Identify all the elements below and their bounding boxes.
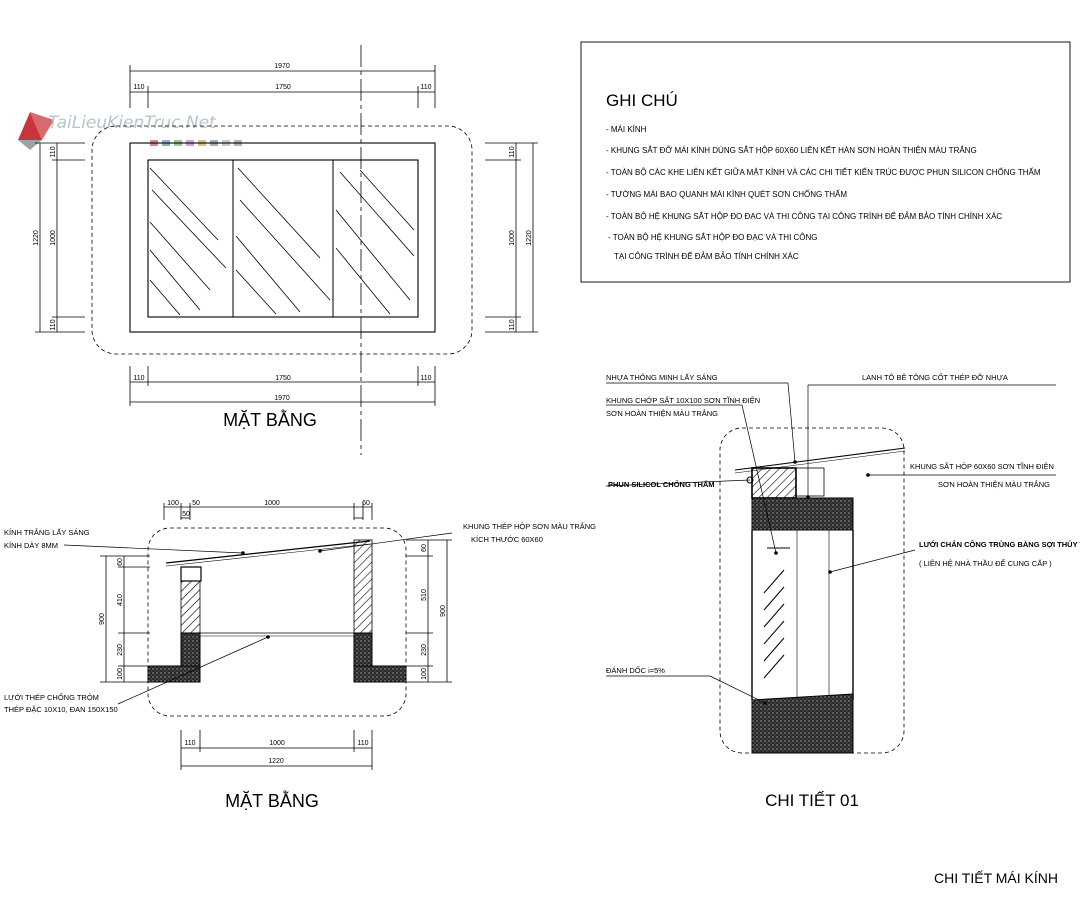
dim-bottom-mid: 1750 (275, 375, 291, 382)
note-line: - KHUNG SẮT ĐỠ MÁI KÍNH DÙNG SẮT HỘP 60X… (606, 145, 977, 155)
notes-title: GHI CHÚ (606, 91, 678, 110)
dim-top-left: 110 (133, 84, 144, 91)
dim-left-bottom: 110 (50, 319, 57, 330)
dim-left-mid: 1000 (50, 230, 57, 246)
sec-dim-bottom: 110 (357, 740, 368, 747)
sec-dim-top: 50 (182, 511, 190, 518)
dim-top-total: 1970 (274, 63, 290, 70)
dim-right-bottom: 110 (509, 319, 516, 330)
label-lintel: LANH TÔ BÊ TÔNG CỐT THÉP ĐỠ NHỰA (862, 372, 1008, 382)
label-frame: KHUNG THÉP HỘP SƠN MÀU TRẮNG (463, 522, 596, 531)
sec-dim-bottom: 1000 (269, 740, 285, 747)
section-drawing: KÍNH TRẮNG LẤY SÁNG KÍNH DÀY 8MM KHUNG T… (4, 500, 596, 811)
dim-left-total: 1220 (33, 230, 40, 246)
label-insect-screen: LƯỚI CHẮN CÔNG TRÙNG BẰNG SỢI THỦY TINH … (919, 540, 1080, 549)
label-insect-screen-2: ( LIÊN HỆ NHÀ THẦU ĐỂ CUNG CẤP ) (919, 558, 1052, 568)
section-title: MẶT BẰNG (225, 790, 319, 811)
sheet-title: CHI TIẾT MÁI KÍNH (934, 870, 1058, 886)
detail-drawing: NHỰA THÔNG MINH LẤY SÁNG LANH TÔ BÊ TÔNG… (605, 372, 1080, 810)
note-line: - TƯỜNG MÁI BAO QUANH MÁI KÍNH QUÉT SƠN … (606, 189, 847, 199)
sec-dim-top: 50 (192, 500, 200, 507)
sec-dim-bottom: 1220 (268, 758, 284, 765)
sec-dim-right: 230 (421, 644, 428, 656)
label-frame-2: KÍCH THƯỚC 60X60 (471, 535, 543, 544)
sec-dim-top: 1000 (264, 500, 280, 507)
label-slope: ĐÁNH DỐC i=5% (606, 665, 665, 675)
dim-bottom-right: 110 (420, 375, 431, 382)
dim-right-top: 110 (509, 146, 516, 157)
dim-top-right: 110 (420, 84, 431, 91)
sec-dim-top: 100 (167, 500, 179, 507)
sec-dim-right: 900 (440, 605, 447, 617)
notes-box: GHI CHÚ - MÁI KÍNH - KHUNG SẮT ĐỠ MÁI KÍ… (580, 41, 1071, 283)
sec-dim-right: 510 (421, 589, 428, 601)
sec-dim-left: 60 (117, 558, 124, 566)
label-plastic: NHỰA THÔNG MINH LẤY SÁNG (606, 372, 718, 382)
sec-dim-bottom: 110 (184, 740, 195, 747)
dim-top-mid: 1750 (275, 84, 291, 91)
note-line: - TOÀN BỘ HỆ KHUNG SẮT HỘP ĐO ĐẠC VÀ THI… (608, 233, 818, 242)
sec-dim-top: 60 (362, 500, 370, 507)
dim-right-total: 1220 (526, 230, 533, 246)
dim-left-top: 110 (50, 146, 57, 157)
plan-top-title: MẶT BẰNG (223, 409, 317, 430)
label-louver-frame: KHUNG CHỚP SẮT 10X100 SƠN TĨNH ĐIỆN (606, 396, 760, 405)
label-louver-frame-2: SƠN HOÀN THIỆN MÀU TRẮNG (606, 409, 718, 418)
detail-title: CHI TIẾT 01 (765, 791, 859, 810)
sec-dim-right: 60 (421, 544, 428, 552)
label-mesh: LƯỚI THÉP CHỐNG TRỘM (4, 692, 99, 702)
sec-dim-left: 410 (117, 594, 124, 606)
label-mesh-2: THÉP ĐẶC 10X10, ĐAN 150X150 (4, 705, 118, 714)
label-box-frame: KHUNG SẮT HỘP 60X60 SƠN TĨNH ĐIỆN (910, 462, 1054, 471)
label-silicone: PHUN SILICOL CHỐNG THẤM (608, 479, 715, 489)
sec-dim-right: 100 (421, 668, 428, 680)
note-line: - MÁI KÍNH (606, 125, 647, 134)
sec-dim-left: 900 (99, 613, 106, 625)
dim-bottom-left: 110 (133, 375, 144, 382)
note-line: TẠI CÔNG TRÌNH ĐỂ ĐẢM BẢO TÍNH CHÍNH XÁC (614, 252, 799, 261)
watermark-text: TaiLieuKienTruc.Net (48, 113, 217, 133)
plan-top: 1970 110 1750 110 110 1750 110 1970 110 … (33, 45, 538, 455)
label-glass-2: KÍNH DÀY 8MM (4, 541, 58, 550)
label-glass: KÍNH TRẮNG LẤY SÁNG (4, 527, 90, 537)
note-line: - TOÀN BỘ CÁC KHE LIÊN KẾT GIỮA MẶT KÍNH… (606, 167, 1041, 177)
note-line: - TOÀN BỘ HỆ KHUNG SẮT HỘP ĐO ĐẠC VÀ THI… (606, 212, 1002, 221)
sec-dim-left: 100 (117, 668, 124, 680)
dim-right-mid: 1000 (509, 230, 516, 246)
label-box-frame-2: SƠN HOÀN THIỆN MÀU TRẮNG (938, 480, 1050, 489)
dim-bottom-total: 1970 (274, 395, 290, 402)
sec-dim-left: 230 (117, 644, 124, 656)
